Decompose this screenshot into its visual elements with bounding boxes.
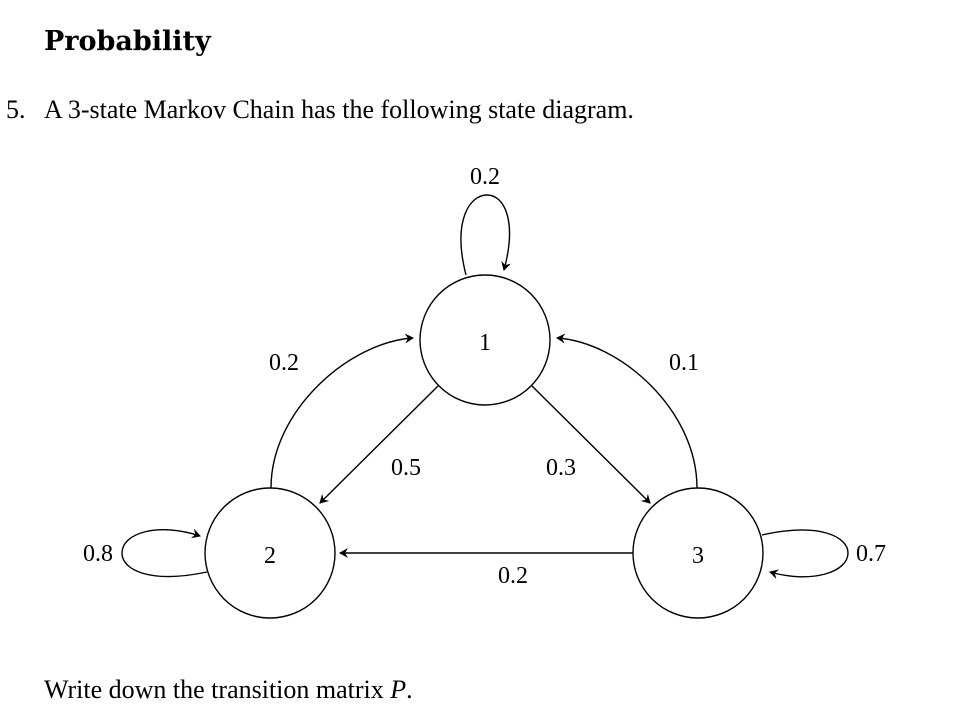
edge-label-2-to-1: 0.2 bbox=[269, 350, 299, 376]
edge-1-to-2 bbox=[319, 385, 439, 504]
state-node-2: 2 bbox=[204, 487, 336, 619]
section-heading: Probability bbox=[44, 26, 211, 57]
instruction-text: Write down the transition matrix P. bbox=[44, 672, 413, 708]
matrix-variable: P bbox=[390, 675, 407, 704]
edge-1-to-1 bbox=[460, 194, 511, 276]
instruction-body: Write down the transition matrix bbox=[44, 675, 391, 704]
edge-label-3-to-3: 0.7 bbox=[856, 541, 886, 567]
state-label-3: 3 bbox=[692, 543, 704, 569]
edge-2-to-1 bbox=[270, 333, 414, 489]
edge-label-3-to-2: 0.2 bbox=[498, 563, 528, 589]
question-body: A 3-state Markov Chain has the following… bbox=[44, 95, 634, 124]
state-label-1: 1 bbox=[479, 330, 491, 356]
instruction-suffix: . bbox=[406, 675, 413, 704]
edge-2-to-2 bbox=[121, 528, 208, 578]
question-text: 5. A 3-state Markov Chain has the followi… bbox=[6, 92, 634, 128]
edge-3-to-3 bbox=[761, 529, 849, 580]
edge-label-1-to-1: 0.2 bbox=[470, 164, 500, 190]
edge-label-2-to-2: 0.8 bbox=[83, 541, 113, 567]
edge-label-3-to-1: 0.1 bbox=[669, 350, 699, 376]
edge-1-to-3 bbox=[531, 385, 651, 504]
edge-label-1-to-3: 0.3 bbox=[546, 455, 576, 481]
state-node-1: 1 bbox=[419, 274, 551, 406]
edge-label-1-to-2: 0.5 bbox=[391, 455, 421, 481]
state-label-2: 2 bbox=[264, 543, 276, 569]
question-number: 5. bbox=[6, 95, 26, 124]
state-node-3: 3 bbox=[632, 487, 764, 619]
edge-3-to-1 bbox=[556, 333, 698, 489]
